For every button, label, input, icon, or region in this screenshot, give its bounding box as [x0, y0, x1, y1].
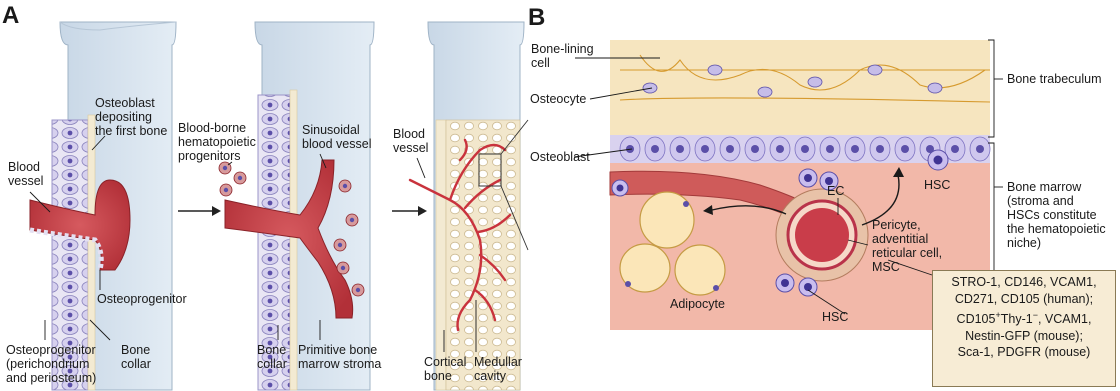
panel-letter-a: A	[2, 2, 19, 30]
marker-line-4: Nestin-GFP (mouse);	[933, 328, 1115, 345]
label-pericyte: Pericyte, adventitial reticular cell, MS…	[872, 218, 942, 274]
stage1-bone	[30, 22, 176, 390]
label-osteoprogenitor-perichondrium: Osteoprogenitor (perichondrium and perio…	[6, 343, 96, 385]
label-sinusoidal-vessel: Sinusoidal blood vessel	[302, 123, 372, 151]
label-osteocyte: Osteocyte	[530, 92, 586, 106]
label-primitive-stroma: Primitive bone marrow stroma	[298, 343, 381, 371]
marker-line-5: Sca-1, PDGFR (mouse)	[933, 344, 1115, 361]
label-bone-trabeculum: Bone trabeculum	[1007, 72, 1102, 86]
marker-line-3: CD105+Thy-1−, VCAM1,	[933, 307, 1115, 328]
marker-vcam1: , VCAM1,	[1038, 312, 1092, 326]
label-osteoblast: Osteoblast	[530, 150, 590, 164]
label-bone-collar-1: Bone collar	[121, 343, 151, 371]
stage3-bone	[410, 22, 528, 390]
label-bone-lining-cell: Bone-lining cell	[531, 42, 594, 70]
label-bone-collar-2: Bone collar	[257, 343, 287, 371]
marker-thy1: Thy-1	[1001, 312, 1033, 326]
marker-cd105: CD105	[957, 312, 996, 326]
stage2-bone	[219, 22, 374, 390]
label-blood-borne-progenitors: Blood-borne hematopoietic progenitors	[178, 121, 256, 163]
label-cortical-bone: Cortical bone	[424, 355, 466, 383]
label-hsc-top: HSC	[924, 178, 950, 192]
label-blood-vessel-3: Blood vessel	[393, 127, 428, 155]
vessel-cross-section	[776, 189, 868, 281]
label-hsc-bottom: HSC	[822, 310, 848, 324]
marker-line-1: STRO-1, CD146, VCAM1,	[933, 274, 1115, 291]
panel-letter-b: B	[528, 4, 545, 32]
marker-line-2: CD271, CD105 (human);	[933, 291, 1115, 308]
stage-arrow-1	[178, 206, 221, 216]
label-osteoblast-depositing: Osteoblast depositing the first bone	[95, 96, 167, 138]
label-medullar-cavity: Medullar cavity	[474, 355, 522, 383]
msc-marker-box: STRO-1, CD146, VCAM1, CD271, CD105 (huma…	[932, 270, 1116, 387]
label-ec: EC	[827, 184, 844, 198]
label-bone-marrow: Bone marrow (stroma and HSCs constitute …	[1007, 180, 1106, 250]
stage-arrow-2	[392, 206, 427, 216]
label-adipocyte: Adipocyte	[670, 297, 725, 311]
label-osteoprogenitor: Osteoprogenitor	[97, 292, 187, 306]
label-blood-vessel-1: Blood vessel	[8, 160, 43, 188]
